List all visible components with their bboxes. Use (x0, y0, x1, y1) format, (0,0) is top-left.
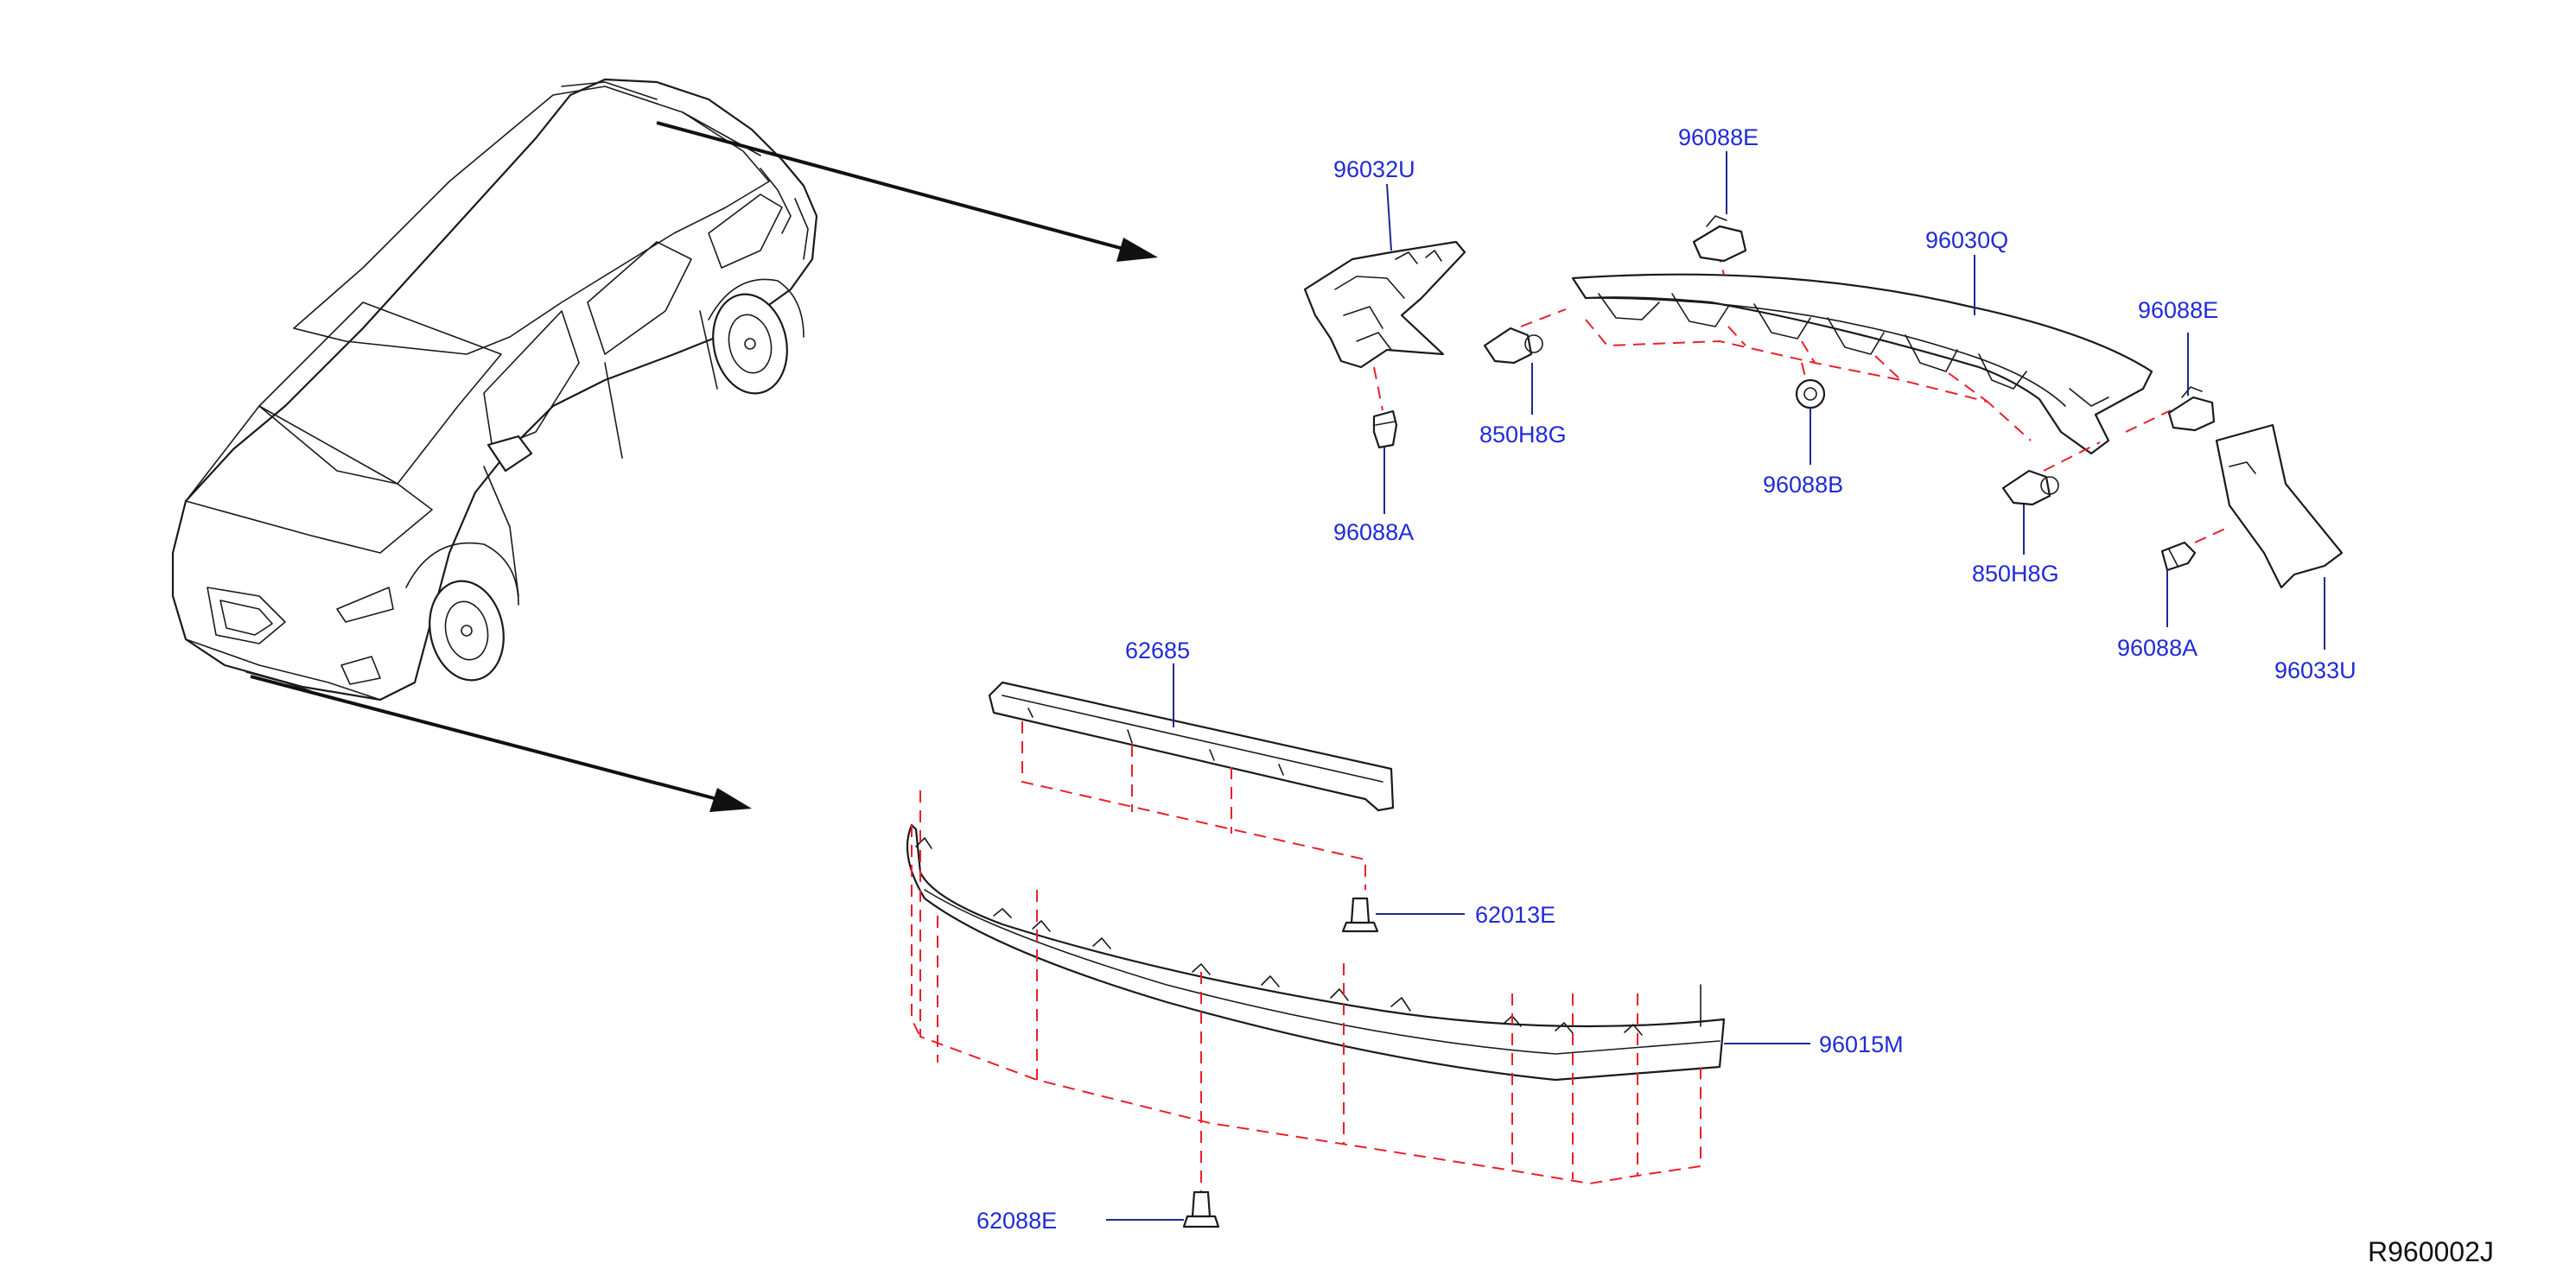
callout-96088A-right: 96088A (2117, 635, 2198, 661)
clip-96088E-top (1692, 215, 1747, 263)
clip-62013E (1341, 897, 1379, 933)
callout-62685: 62685 (1125, 638, 1190, 663)
callout-96088E-right: 96088E (2138, 297, 2218, 323)
part-96030Q-roof-spoiler (1571, 273, 2153, 455)
clip-62088E (1182, 1190, 1220, 1228)
arrow-to-front-bumper (250, 675, 718, 801)
arrow-head-lower (709, 788, 752, 812)
callout-96030Q: 96030Q (1925, 227, 2008, 253)
clip-96088A-left (1372, 409, 1398, 449)
part-96033U-end-cap (2215, 423, 2344, 589)
leader-96032U (1386, 183, 1392, 251)
leader-lines (1106, 151, 2325, 1221)
guide-96032U (1373, 366, 1383, 411)
callout-850H8G-left: 850H8G (1479, 422, 1567, 447)
callout-850H8G-right: 850H8G (1972, 561, 2059, 587)
callout-96088A-left: 96088A (1333, 519, 1414, 545)
callout-96032U: 96032U (1333, 156, 1415, 182)
callout-96088E-top: 96088E (1678, 124, 1759, 150)
callout-62088E: 62088E (976, 1208, 1057, 1234)
fastener-850H8G-left (1483, 327, 1543, 365)
clip-96088A-right (2160, 541, 2197, 572)
vehicle-illustration (171, 78, 818, 701)
callout-96033U: 96033U (2274, 657, 2357, 683)
callout-96088B: 96088B (1763, 472, 1843, 498)
garnish-guide-lines (911, 790, 1701, 1209)
spoiler-guide-lines (1520, 250, 2172, 472)
part-62685-bracket (988, 681, 1395, 812)
guide-96033U (2194, 528, 2226, 543)
reference-code: R960002J (2368, 1236, 2494, 1267)
callout-labels: 96032U 96088E 96030Q 96088E 850H8G 96088… (976, 124, 2494, 1267)
callout-96015M: 96015M (1819, 1031, 1904, 1057)
fastener-850H8G-right (2001, 469, 2059, 506)
part-96015M-lower-garnish (906, 823, 1726, 1082)
direction-arrows (250, 121, 1158, 812)
bracket-guide-lines (1021, 721, 1366, 890)
callout-62013E: 62013E (1475, 902, 1555, 928)
arrow-to-roof-spoiler (656, 121, 1124, 251)
part-96032U-end-cap (1303, 240, 1466, 369)
arrow-head-upper (1116, 238, 1158, 262)
clip-96088B (1795, 378, 1826, 409)
clip-96088E-right (2167, 386, 2216, 432)
